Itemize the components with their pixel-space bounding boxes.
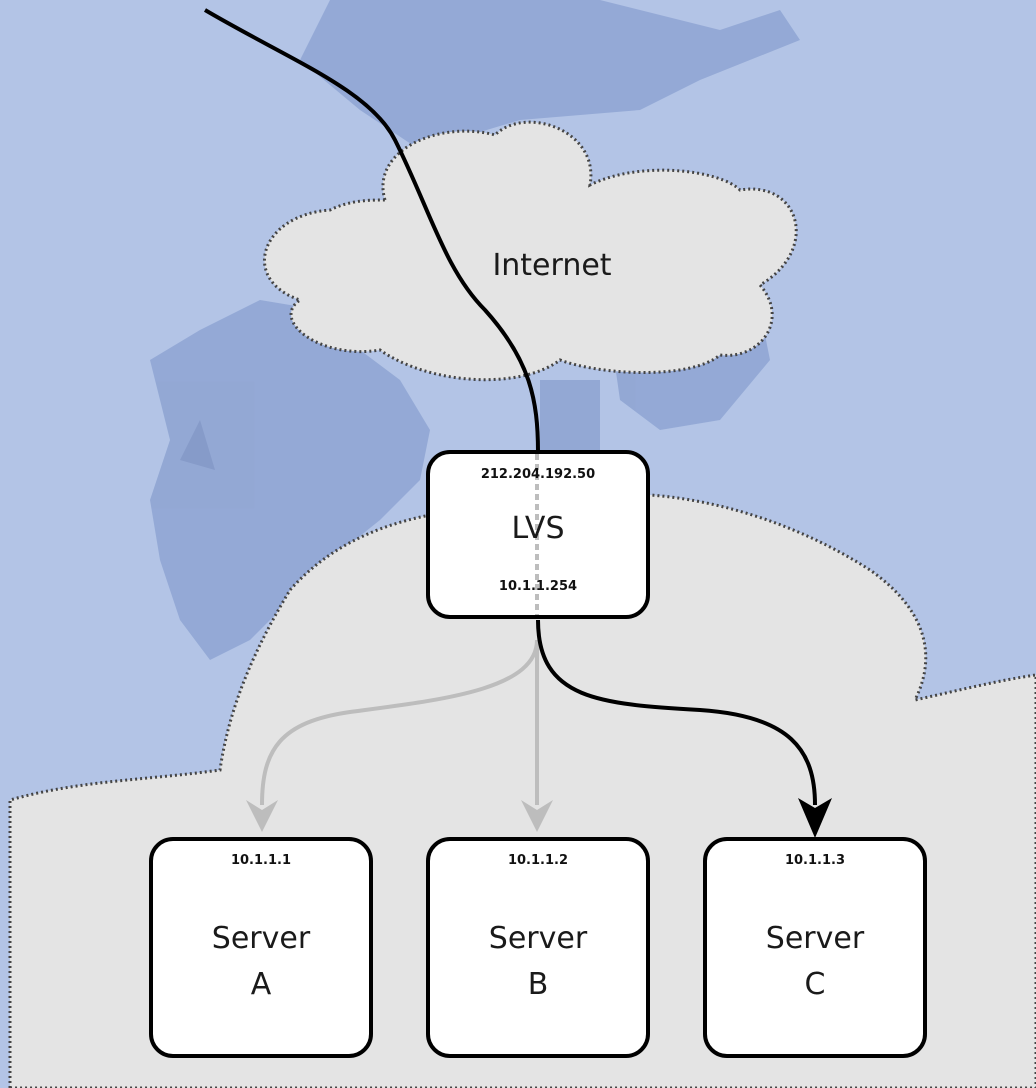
server-a-label-line2: A bbox=[251, 967, 272, 1002]
server-b-ip: 10.1.1.2 bbox=[508, 853, 568, 868]
lvs-node: 212.204.192.50 LVS 10.1.1.254 bbox=[426, 450, 650, 619]
internet-cloud bbox=[262, 120, 798, 382]
lvs-private-ip: 10.1.1.254 bbox=[499, 579, 577, 594]
link-internet-to-lvs bbox=[203, 8, 540, 453]
server-b-box bbox=[426, 837, 650, 1058]
arrowhead-server-a bbox=[246, 800, 278, 832]
server-c-label-line1: Server bbox=[766, 921, 865, 956]
server-b-label-line1: Server bbox=[489, 921, 588, 956]
server-b-label-line2: B bbox=[528, 967, 549, 1002]
server-c-label-line2: C bbox=[805, 967, 826, 1002]
arrowhead-server-b bbox=[521, 800, 553, 832]
link-lvs-to-server-c bbox=[536, 619, 817, 806]
lvs-label: LVS bbox=[512, 511, 565, 546]
server-a-box bbox=[149, 837, 373, 1058]
server-b-node: 10.1.1.2 Server B bbox=[426, 837, 650, 1058]
server-a-ip: 10.1.1.1 bbox=[231, 853, 291, 868]
link-lvs-to-server-a bbox=[260, 639, 539, 806]
arrowhead-server-c bbox=[798, 798, 832, 838]
server-c-node: 10.1.1.3 Server C bbox=[703, 837, 927, 1058]
server-a-label-line1: Server bbox=[212, 921, 311, 956]
server-c-ip: 10.1.1.3 bbox=[785, 853, 845, 868]
server-a-node: 10.1.1.1 Server A bbox=[149, 837, 373, 1058]
server-c-box bbox=[703, 837, 927, 1058]
internet-label: Internet bbox=[492, 248, 611, 283]
lvs-public-ip: 212.204.192.50 bbox=[481, 467, 595, 482]
